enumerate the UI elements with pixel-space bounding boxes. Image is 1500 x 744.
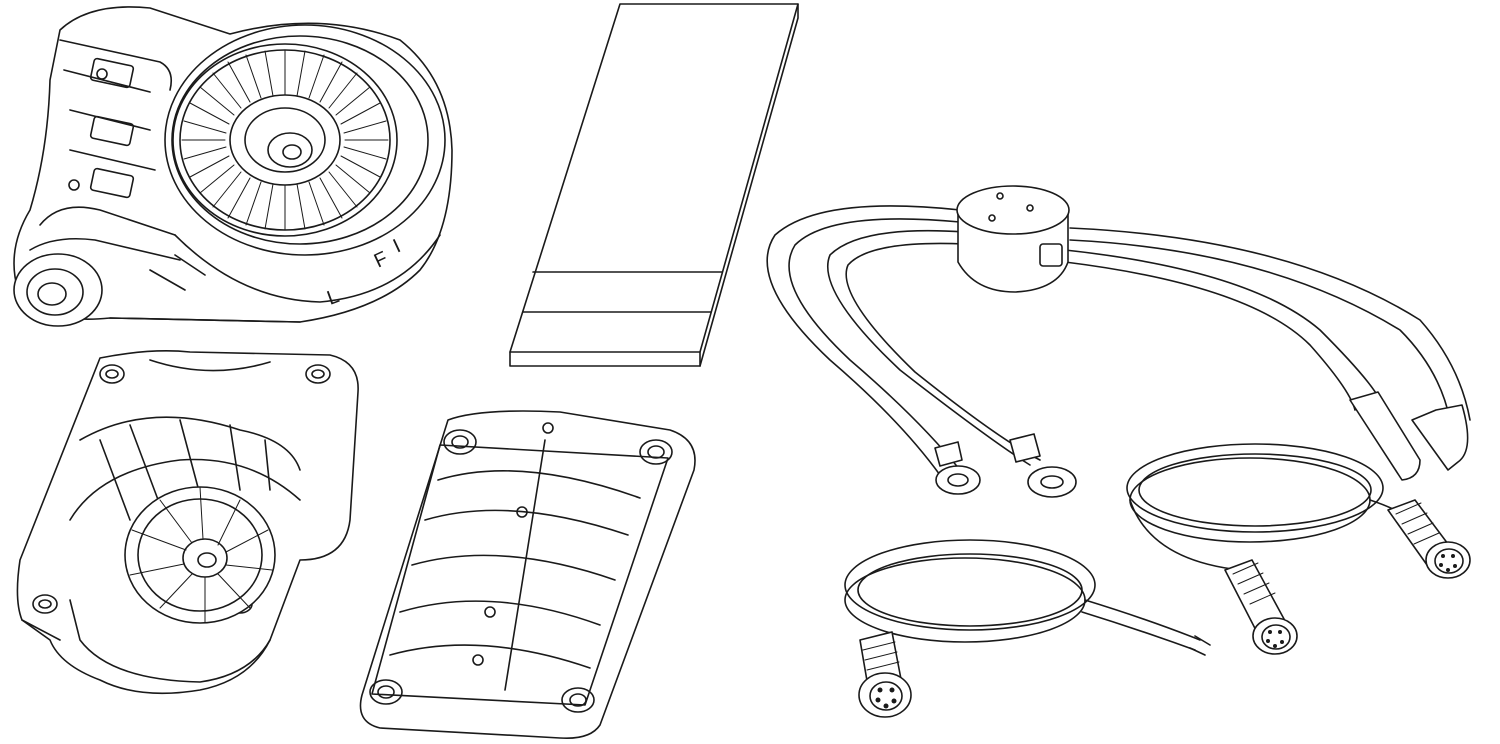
- adhesive-strip: [510, 4, 798, 366]
- y-cable-power-splitter: [767, 186, 1470, 497]
- clamp-plate: [360, 411, 695, 738]
- power-cable: [845, 540, 1210, 717]
- mounting-bracket: F I L: [14, 7, 452, 326]
- base-mount: [17, 351, 358, 693]
- extension-cable: [1127, 444, 1470, 654]
